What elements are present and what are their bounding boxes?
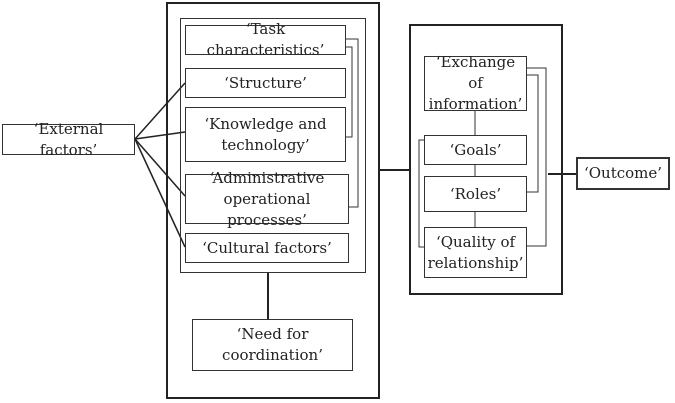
need-for-coordination-label: ‘Need for coordination’: [222, 325, 323, 364]
external-factors-box: ‘External factors’: [2, 120, 135, 159]
exchange-information-label: ‘Exchange of information’: [428, 53, 523, 113]
bracket-right-2: [523, 74, 539, 193]
knowledge-technology-box: ‘Knowledge and technology’: [185, 107, 346, 162]
cultural-factors-box: ‘Cultural factors’: [185, 233, 349, 263]
exchange-information-box: ‘Exchange of information’: [424, 53, 527, 113]
right-frame: [409, 24, 563, 295]
outcome-label: ‘Outcome’: [583, 164, 663, 182]
bracket-right-3: [418, 139, 427, 248]
bracket-left-2: [345, 46, 353, 138]
left-inner-frame: [180, 18, 366, 273]
roles-label: ‘Roles’: [449, 184, 502, 203]
roles-box: ‘Roles’: [424, 176, 527, 212]
left-frame: [166, 2, 380, 399]
goals-label: ‘Goals’: [449, 140, 502, 159]
need-for-coordination-box: ‘Need for coordination’: [192, 319, 353, 371]
cultural-factors-label: ‘Cultural factors’: [202, 238, 332, 257]
quality-relationship-box: ‘Quality of relationship’: [424, 227, 527, 278]
goals-box: ‘Goals’: [424, 135, 527, 165]
knowledge-technology-label: ‘Knowledge and technology’: [204, 114, 327, 154]
task-characteristics-box: ‘Task characteristics’: [185, 20, 346, 59]
connector-external-admin: [134, 138, 186, 197]
admin-processes-label: ‘Administrative operational processes’: [209, 168, 325, 229]
structure-label: ‘Structure’: [224, 73, 307, 92]
bracket-left-1: [345, 38, 359, 208]
connector-external-knowledge: [134, 131, 186, 140]
outcome-box: ‘Outcome’: [576, 157, 670, 190]
task-characteristics-label: ‘Task characteristics’: [206, 20, 325, 59]
connector-external-cultural: [134, 138, 186, 248]
connector-external-structure: [134, 82, 186, 140]
structure-box: ‘Structure’: [185, 68, 346, 98]
admin-processes-box: ‘Administrative operational processes’: [185, 169, 349, 229]
bracket-right-1: [523, 67, 547, 247]
external-factors-label: ‘External factors’: [33, 119, 104, 159]
quality-relationship-label: ‘Quality of relationship’: [427, 232, 524, 272]
